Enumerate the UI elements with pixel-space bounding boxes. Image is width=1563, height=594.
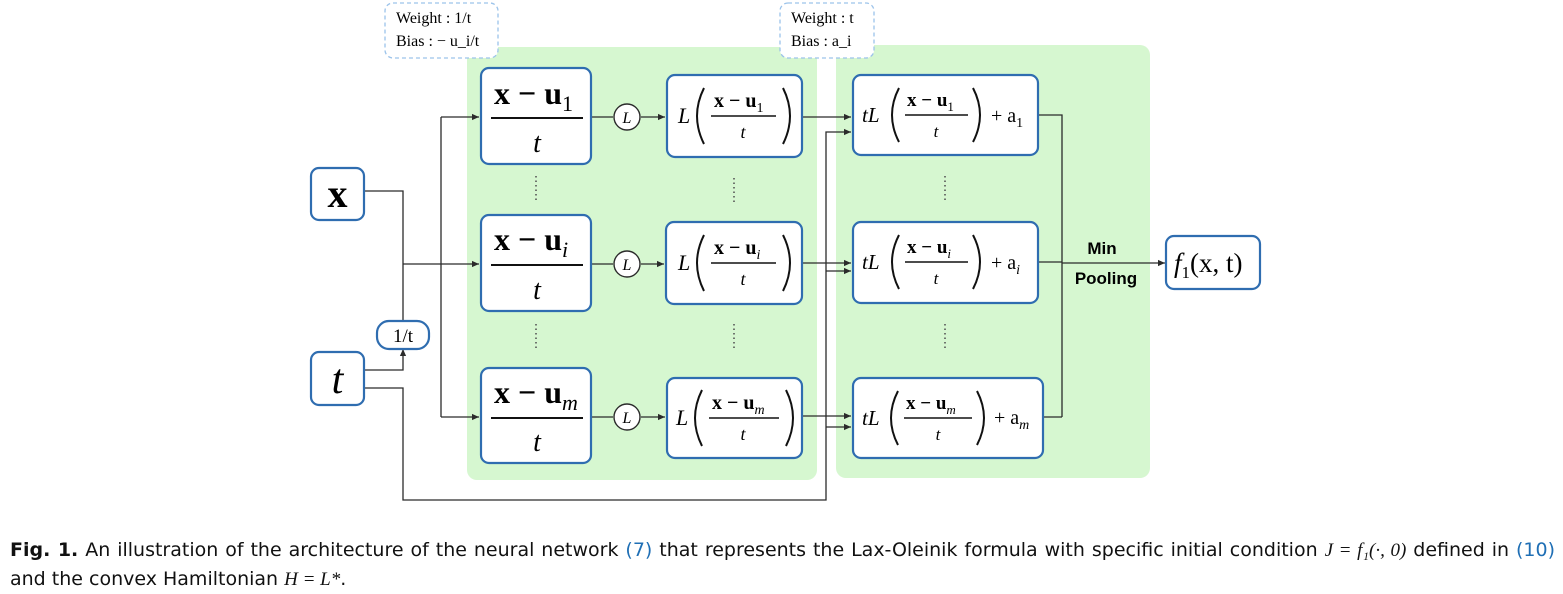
activation-node-i: L: [613, 250, 641, 278]
layer1-subscript: 1: [562, 91, 573, 116]
layer3-suffix: + a: [994, 407, 1019, 429]
activation-label: L: [622, 110, 632, 127]
svg-text:x − ui: x − ui: [714, 237, 761, 263]
layer1-numerator: x − u: [494, 75, 562, 111]
layer2-denominator: t: [740, 269, 746, 289]
layer3-numerator: x − u: [907, 237, 948, 258]
layer3-denominator: t: [934, 269, 940, 288]
svg-text:x − um: x − um: [906, 393, 956, 417]
figure-caption: Fig. 1. An illustration of the architect…: [10, 536, 1555, 594]
layer3-node-1: tL x − u1 t + a1: [851, 73, 1040, 157]
caption-text-4: and the convex Hamiltonian: [10, 568, 279, 590]
svg-text:+ am: + am: [994, 407, 1029, 433]
layer3-denominator: t: [936, 425, 942, 444]
layer3-suffix: + a: [991, 105, 1016, 127]
pooling-label-line1: Min: [1087, 239, 1116, 258]
inverse-t-label: 1/t: [393, 326, 414, 347]
annotation-weight-bias-right: Weight : t Bias : a_i: [779, 2, 875, 59]
svg-text:x − u1: x − u1: [907, 90, 954, 114]
activation-label: L: [622, 257, 632, 274]
layer1-numerator: x − u: [494, 374, 562, 410]
svg-text:+ ai: + ai: [991, 252, 1020, 278]
layer3-denominator: t: [934, 122, 940, 141]
input-t-label: t: [332, 357, 345, 403]
layer2-subscript: 1: [757, 101, 764, 116]
svg-text:f1(x, t): f1(x, t): [1174, 248, 1243, 282]
bias-right-label: Bias : a_i: [791, 33, 852, 50]
layer3-suffix-subscript: m: [1019, 418, 1029, 433]
layer2-function: L: [677, 250, 690, 275]
caption-ref-eq10[interactable]: (10): [1516, 539, 1556, 561]
input-x-node: x: [309, 166, 366, 222]
caption-math-initial-condition: J = f₁(·, 0): [1324, 540, 1407, 561]
layer2-subscript: m: [755, 403, 765, 418]
layer1-node-1: x − u1 t: [479, 66, 593, 166]
svg-text:x − ui: x − ui: [907, 237, 951, 261]
activation-label: L: [622, 410, 632, 427]
caption-ref-eq7[interactable]: (7): [625, 539, 653, 561]
layer1-subscript: i: [562, 237, 568, 262]
layer1-denominator: t: [533, 275, 542, 306]
layer2-function: L: [675, 405, 688, 430]
inverse-t-node: 1/t: [375, 319, 431, 351]
output-function: f: [1174, 248, 1185, 278]
layer3-prefix: tL: [862, 103, 880, 127]
layer3-node-i: tL x − ui t + ai: [851, 220, 1040, 305]
layer1-subscript: m: [562, 390, 578, 415]
layer3-prefix: tL: [862, 250, 880, 274]
caption-text-2: that represents the Lax-Oleinik formula …: [659, 539, 1318, 561]
svg-text:x − um: x − um: [494, 374, 578, 415]
layer1-numerator: x − u: [494, 221, 562, 257]
activation-node-m: L: [613, 403, 641, 431]
weight-right-label: Weight : t: [791, 10, 854, 27]
layer3-node-m: tL x − um t + am: [851, 376, 1045, 460]
layer3-subscript: 1: [947, 99, 954, 114]
layer1-denominator: t: [533, 427, 542, 458]
layer2-numerator: x − u: [714, 237, 757, 259]
activation-node-1: L: [613, 103, 641, 131]
layer2-denominator: t: [740, 122, 746, 142]
layer3-numerator: x − u: [906, 393, 947, 414]
network-diagram: Weight : 1/t Bias : − u_i/t Weight : t B…: [309, 2, 1262, 501]
layer1-node-m: x − um t: [479, 366, 593, 465]
output-node: f1(x, t): [1164, 234, 1262, 291]
svg-text:x − ui: x − ui: [494, 221, 568, 262]
layer2-denominator: t: [740, 424, 746, 444]
svg-text:x − um: x − um: [712, 392, 765, 418]
layer2-node-m: L x − um t: [665, 376, 804, 460]
layer3-subscript: i: [947, 246, 951, 261]
layer2-numerator: x − u: [714, 90, 757, 112]
layer2-subscript: i: [757, 248, 761, 263]
layer3-suffix: + a: [991, 252, 1016, 274]
layer3-subscript: m: [946, 402, 955, 417]
input-x-label: x: [328, 171, 348, 216]
caption-text-1: An illustration of the architecture of t…: [85, 539, 619, 561]
layer3-suffix-subscript: i: [1016, 263, 1020, 278]
bias-left-label: Bias : − u_i/t: [396, 33, 480, 50]
layer2-numerator: x − u: [712, 392, 755, 414]
caption-label: Fig. 1.: [10, 539, 79, 561]
layer3-numerator: x − u: [907, 90, 948, 111]
connection-wires: [365, 113, 1165, 501]
svg-text:+ a1: + a1: [991, 105, 1023, 131]
svg-text:x − u1: x − u1: [714, 90, 764, 116]
output-subscript: 1: [1182, 263, 1191, 282]
layer1-denominator: t: [533, 128, 542, 159]
output-args: (x, t): [1190, 248, 1242, 278]
svg-text:x − u1: x − u1: [494, 75, 573, 116]
layer2-function: L: [677, 103, 690, 128]
caption-text-3: defined in: [1413, 539, 1510, 561]
pooling-label-line2: Pooling: [1075, 269, 1137, 288]
layer3-prefix: tL: [862, 406, 880, 430]
caption-math-hamiltonian: H = L*: [284, 569, 341, 590]
layer1-node-i: x − ui t: [479, 213, 593, 313]
input-t-node: t: [309, 350, 366, 407]
caption-text-5: .: [340, 568, 347, 590]
layer2-node-i: L x − ui t: [664, 220, 804, 306]
weight-left-label: Weight : 1/t: [396, 10, 472, 27]
annotation-weight-bias-left: Weight : 1/t Bias : − u_i/t: [384, 2, 499, 59]
layer2-node-1: L x − u1 t: [665, 73, 804, 159]
layer3-suffix-subscript: 1: [1016, 116, 1023, 131]
